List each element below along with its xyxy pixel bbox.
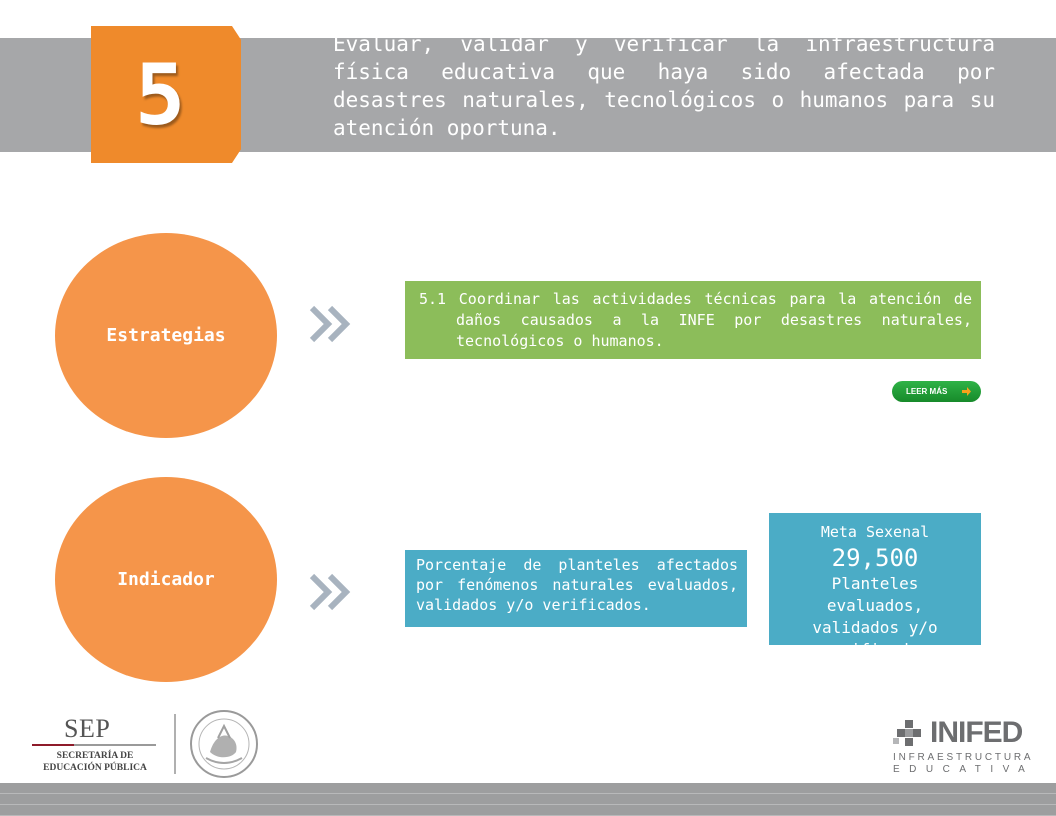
indicator-label: Indicador — [117, 568, 215, 590]
objective-number-box — [91, 26, 241, 163]
inifed-logo-text: INIFED — [930, 716, 1023, 749]
strategies-circle: Estrategias — [55, 233, 277, 438]
indicator-text: Porcentaje de planteles afectados por fe… — [416, 556, 738, 614]
indicator-circle: Indicador — [55, 477, 277, 682]
footer-band — [0, 783, 1056, 816]
sep-logo-rule — [32, 744, 156, 746]
inifed-mark-icon — [893, 720, 921, 746]
arrow-right-icon — [962, 387, 971, 396]
objective-number: 5 — [134, 45, 186, 144]
sep-logo-rule-accent — [32, 744, 74, 746]
strategy-text: 5.1 Coordinar las actividades técnicas p… — [419, 290, 972, 350]
goal-box: Meta Sexenal 29,500 Planteles evaluados,… — [769, 513, 981, 645]
goal-value: 29,500 — [831, 544, 919, 572]
indicator-box: Porcentaje de planteles afectados por fe… — [405, 550, 747, 627]
inifed-subtitle-1: INFRAESTRUCTURA — [893, 752, 1034, 763]
objective-title: Evaluar, validar y verificar la infraest… — [333, 38, 995, 140]
sep-logo-text: SEP — [64, 714, 111, 743]
double-chevron-right-icon — [309, 305, 351, 343]
sep-logo-subtitle: SECRETARÍA DE EDUCACIÓN PÚBLICA — [43, 751, 147, 773]
read-more-label: LEER MÁS — [906, 387, 948, 396]
strategy-box: 5.1 Coordinar las actividades técnicas p… — [405, 281, 981, 359]
strategies-label: Estrategias — [106, 324, 226, 346]
double-chevron-right-icon — [309, 573, 351, 611]
mexico-seal-icon — [190, 710, 258, 778]
inifed-subtitle-2: EDUCATIVA — [893, 764, 1035, 775]
goal-description: Planteles evaluados, validados y/o verif… — [812, 574, 938, 645]
logo-divider — [174, 714, 176, 774]
goal-label: Meta Sexenal — [820, 523, 930, 541]
objective-title-container: Evaluar, validar y verificar la infraest… — [333, 38, 995, 152]
read-more-button[interactable]: LEER MÁS — [892, 381, 981, 402]
